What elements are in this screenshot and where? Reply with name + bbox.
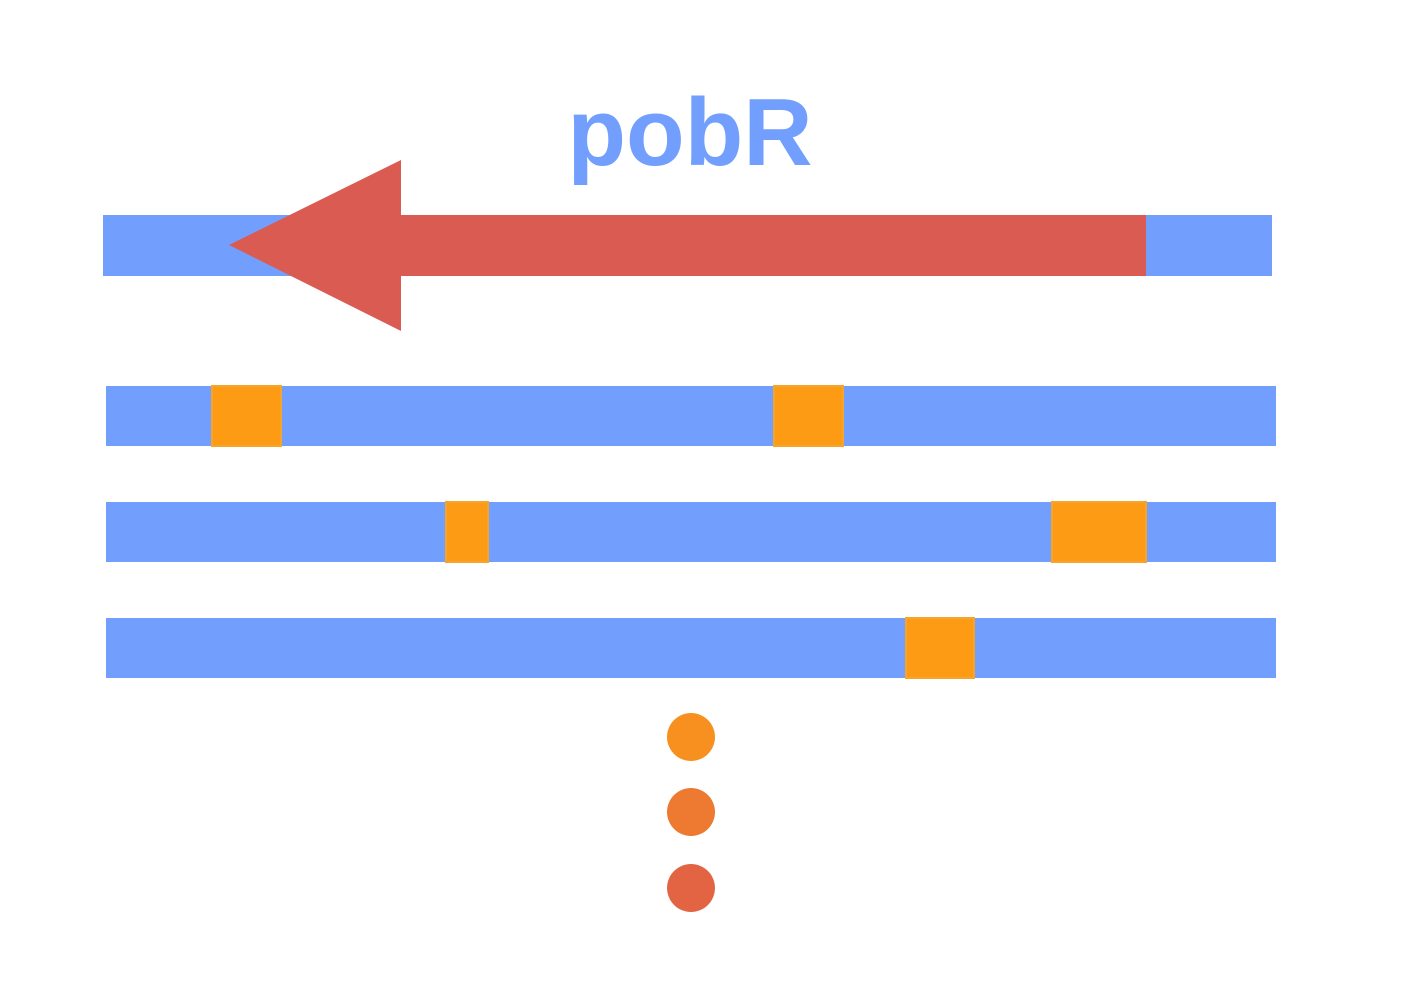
binding-site [445,501,489,563]
gene-label: pobR [567,79,813,186]
ellipsis-dot [667,713,715,761]
reference-track-group [103,160,1272,331]
binding-site [773,385,844,447]
read-track [106,618,1276,678]
binding-site [905,617,975,679]
ellipsis-dot [667,864,715,912]
ellipsis-dot [667,788,715,836]
binding-site [1051,501,1147,563]
binding-site [211,385,282,447]
read-track-2-group [106,501,1276,563]
gene-arrow [229,160,1146,331]
read-track-3-group [106,617,1276,679]
read-track-1-group [106,385,1276,447]
vertical-ellipsis-icon [667,713,715,912]
read-track [106,386,1276,446]
